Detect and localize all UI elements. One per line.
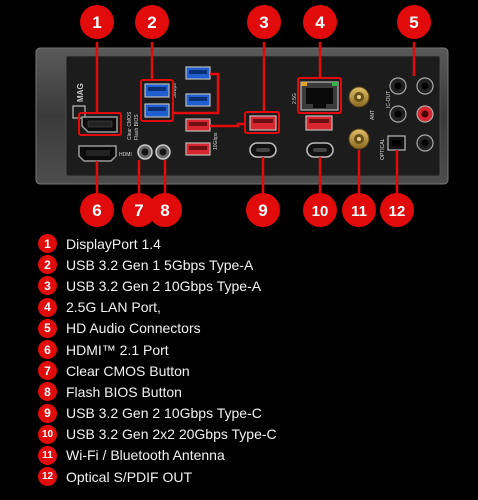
legend-badge: 9	[38, 403, 57, 423]
legend-badge: 7	[38, 361, 57, 381]
legend-item-1: 1 DisplayPort 1.4	[38, 233, 277, 254]
legend-item-6: 6 HDMI™ 2.1 Port	[38, 339, 277, 360]
legend-badge: 8	[38, 382, 57, 402]
usb-type-c-20gbps-port	[306, 142, 334, 158]
callout-4: 4	[303, 5, 337, 39]
legend-item-7: 7 Clear CMOS Button	[38, 360, 277, 381]
leader-2b	[172, 72, 220, 115]
svg-text:2.5G: 2.5G	[292, 93, 298, 104]
legend-text: USB 3.2 Gen 2x2 20Gbps Type-C	[66, 426, 277, 443]
callout-10: 10	[303, 193, 337, 227]
legend-item-11: 11 Wi-Fi / Bluetooth Antenna	[38, 445, 277, 466]
legend-item-2: 2 USB 3.2 Gen 1 5Gbps Type-A	[38, 254, 277, 275]
svg-text:IC-OUT: IC-OUT	[386, 91, 392, 108]
legend-text: DisplayPort 1.4	[66, 235, 161, 252]
svg-text:MAG: MAG	[76, 83, 85, 102]
usb-10gbps-type-a-ports	[249, 115, 333, 131]
svg-text:9: 9	[258, 201, 267, 220]
callout-1: 1	[80, 5, 114, 39]
legend-text: HDMI™ 2.1 Port	[66, 341, 169, 358]
legend-text: Clear CMOS Button	[66, 362, 190, 379]
svg-text:5Gbps: 5Gbps	[172, 83, 178, 98]
clear-cmos-label: Clear CMOS	[127, 111, 133, 140]
usb-5gbps-ports: 5Gbps	[144, 83, 178, 118]
legend-item-12: 12 Optical S/PDIF OUT	[38, 466, 277, 487]
legend-item-9: 9 USB 3.2 Gen 2 10Gbps Type-C	[38, 403, 277, 424]
legend-item-10: 10 USB 3.2 Gen 2x2 20Gbps Type-C	[38, 424, 277, 445]
wifi-antenna-connector-bottom	[348, 128, 370, 150]
callout-12: 12	[380, 193, 414, 227]
legend-badge: 2	[38, 255, 57, 275]
optical-spdif-port: OPTICAL	[380, 135, 406, 160]
legend-item-4: 4 2.5G LAN Port,	[38, 297, 277, 318]
legend-text: Optical S/PDIF OUT	[66, 468, 193, 485]
displayport-port	[81, 116, 118, 133]
callout-7: 7	[122, 193, 156, 227]
legend-text: USB 3.2 Gen 2 10Gbps Type-C	[66, 405, 262, 422]
svg-text:1: 1	[92, 13, 101, 32]
callout-8: 8	[148, 193, 182, 227]
legend-badge: 4	[38, 297, 57, 317]
wifi-antenna-connector-top	[348, 86, 370, 108]
callout-9: 9	[246, 193, 280, 227]
legend-item-3: 3 USB 3.2 Gen 2 10Gbps Type-A	[38, 275, 277, 296]
flash-bios-button	[155, 144, 171, 160]
svg-text:10Gbps: 10Gbps	[213, 132, 219, 150]
legend-badge: 1	[38, 234, 57, 254]
legend-badge: 5	[38, 318, 57, 338]
svg-text:3: 3	[259, 13, 268, 32]
port-legend: 1 DisplayPort 1.4 2 USB 3.2 Gen 1 5Gbps Ty…	[38, 233, 277, 487]
svg-text:12: 12	[389, 203, 406, 220]
svg-text:ANT: ANT	[370, 110, 376, 120]
usb-type-a-column: 10Gbps	[185, 66, 219, 156]
legend-item-8: 8 Flash BIOS Button	[38, 381, 277, 402]
flash-bios-label: Flash BIOS	[134, 114, 140, 140]
legend-badge: 10	[38, 424, 57, 444]
legend-text: 2.5G LAN Port,	[66, 299, 161, 316]
svg-text:8: 8	[160, 201, 169, 220]
hdmi-port: HDMI	[78, 145, 132, 162]
svg-text:10: 10	[312, 203, 329, 220]
legend-text: Flash BIOS Button	[66, 383, 182, 400]
legend-text: USB 3.2 Gen 1 5Gbps Type-A	[66, 256, 254, 273]
legend-item-5: 5 HD Audio Connectors	[38, 318, 277, 339]
callout-3: 3	[247, 5, 281, 39]
legend-text: USB 3.2 Gen 2 10Gbps Type-A	[66, 277, 262, 294]
svg-text:5: 5	[409, 13, 418, 32]
callout-2: 2	[135, 5, 169, 39]
callout-box-1	[78, 112, 122, 136]
callout-5: 5	[397, 5, 431, 39]
callout-11: 11	[342, 193, 376, 227]
callout-box-2	[140, 79, 174, 122]
legend-text: HD Audio Connectors	[66, 320, 201, 337]
usb-type-c-10gbps-port	[249, 142, 277, 158]
legend-text: Wi-Fi / Bluetooth Antenna	[66, 447, 225, 464]
svg-text:11: 11	[351, 203, 367, 220]
legend-badge: 12	[38, 467, 57, 487]
callout-6: 6	[80, 193, 114, 227]
svg-text:2: 2	[147, 13, 156, 32]
hdmi-label: HDMI	[119, 152, 132, 158]
svg-text:OPTICAL: OPTICAL	[380, 138, 386, 160]
legend-badge: 6	[38, 340, 57, 360]
callout-highlights	[78, 77, 342, 136]
callout-box-3	[244, 111, 280, 134]
svg-text:4: 4	[315, 13, 325, 32]
leader-3	[210, 42, 266, 128]
legend-badge: 11	[38, 445, 57, 465]
svg-text:6: 6	[92, 201, 101, 220]
lan-port: 2.5G	[292, 81, 339, 111]
io-panel-diagram: MAG HDMI Clear CMOS Flash BIOS 5Gbps	[35, 5, 449, 227]
callout-leaders	[95, 42, 416, 197]
legend-badge: 3	[38, 276, 57, 296]
svg-text:7: 7	[134, 201, 143, 220]
clear-cmos-button	[137, 144, 153, 160]
audio-jacks	[389, 77, 434, 152]
